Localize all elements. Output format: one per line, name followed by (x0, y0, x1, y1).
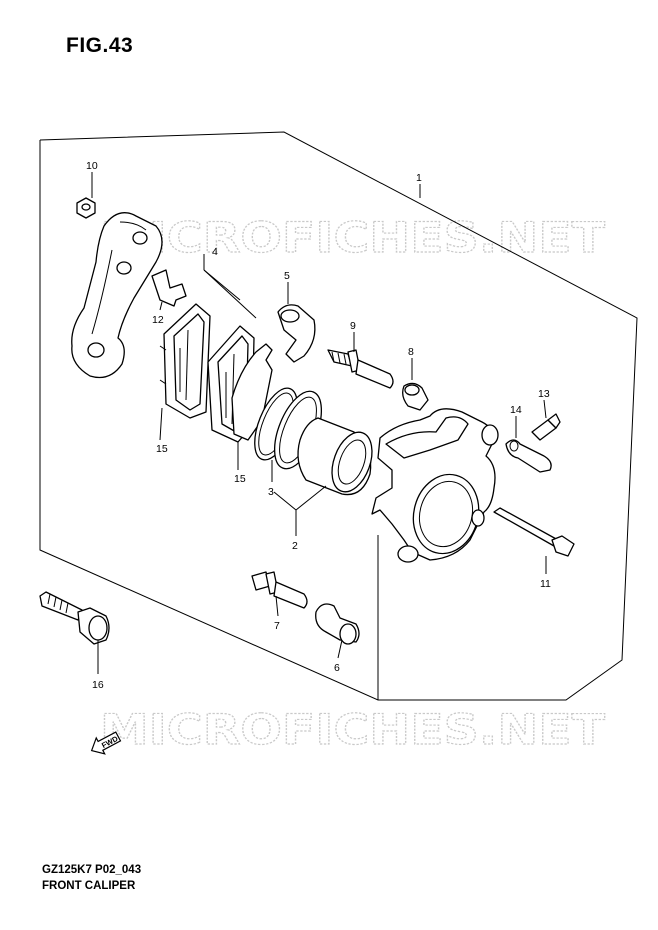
leader-2-c (295, 485, 327, 511)
part-15-pad-left (159, 303, 211, 419)
part-16-bolt (39, 591, 110, 645)
callout-16: 16 (92, 679, 104, 691)
watermark-top: MICROFICHES.NET (100, 213, 605, 262)
leader-6 (337, 639, 343, 659)
part-6-boot (315, 603, 360, 645)
callout-2: 2 (292, 540, 298, 552)
part-10-nut (76, 197, 96, 219)
part-11-pin (493, 507, 575, 557)
callout-4: 4 (212, 246, 218, 258)
callout-14: 14 (510, 404, 522, 416)
part-9-slide-pin (327, 349, 394, 389)
leader-2-b (273, 491, 297, 511)
leader-13 (543, 399, 547, 419)
assembly-boundary (39, 131, 638, 701)
part-5-boot (277, 304, 316, 363)
callout-11: 11 (540, 578, 551, 590)
callout-13: 13 (538, 388, 550, 400)
figure-title: FIG.43 (66, 34, 134, 57)
part-1-caliper-body (371, 408, 499, 563)
leader-15-left (159, 407, 163, 441)
callout-1: 1 (416, 172, 422, 184)
callout-9: 9 (350, 320, 356, 332)
part-2-piston (297, 417, 373, 496)
part-14-banjo (505, 439, 552, 473)
part-8-boot (402, 382, 429, 411)
part-3-seals (254, 387, 323, 470)
callout-6: 6 (334, 662, 340, 674)
leader-4-c (203, 269, 257, 319)
callout-5: 5 (284, 270, 290, 282)
diagram-code: GZ125K7 P02_043 (42, 864, 142, 876)
callout-7: 7 (274, 620, 280, 632)
caliper-bracket (71, 212, 163, 379)
leader-7 (275, 595, 279, 617)
diagram-name: FRONT CALIPER (42, 880, 136, 892)
callout-3: 3 (268, 486, 274, 498)
callout-15-right: 15 (234, 473, 246, 485)
callout-12: 12 (152, 314, 164, 326)
callout-10: 10 (86, 160, 98, 172)
part-7-sleeve-pin (251, 571, 308, 609)
callout-15-left: 15 (156, 443, 168, 455)
part-12-pad-spring (151, 269, 187, 307)
callout-8: 8 (408, 346, 414, 358)
watermark-bottom: MICROFICHES.NET (100, 705, 605, 754)
leader-12 (159, 301, 163, 311)
part-13-bleeder (531, 413, 561, 441)
